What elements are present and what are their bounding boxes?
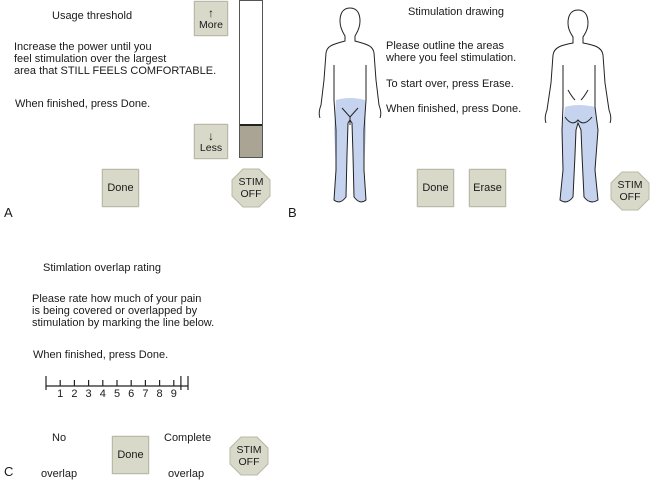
done-button-b[interactable]: Done [417,169,454,207]
usage-threshold-title: Usage threshold [52,10,133,22]
off-label: OFF [619,191,641,203]
more-label: More [199,18,223,31]
scale-tick-label: 1 [57,388,64,400]
octagon-icon [229,436,269,476]
scale-max-label-line2: overlap [168,468,205,480]
scale-tick-label: 6 [128,388,135,400]
scale-min-label-line1: No [52,432,67,444]
done-button-a[interactable]: Done [102,169,139,207]
overlap-rating-title: Stimlation overlap rating [43,262,162,274]
stim-label: STIM [238,176,264,188]
overlap-rating-instructions: Please rate how much of your pain is bei… [32,293,215,329]
stim-label: STIM [617,179,643,191]
stimulation-drawing-finish-hint: When finished, press Done. [386,103,522,115]
scale-max-label-line1: Complete [164,432,212,444]
stimulation-drawing-title: Stimulation drawing [408,6,504,18]
back-shading [560,105,598,202]
power-level-bar[interactable] [239,0,263,158]
done-button-c[interactable]: Done [112,436,149,474]
overlap-rating-finish-hint: When finished, press Done. [33,349,169,361]
scale-tick-label: 3 [85,388,92,400]
arrow-down-icon: ↓ [208,128,214,143]
body-front-figure[interactable] [300,5,400,210]
body-back-figure[interactable] [520,5,630,210]
panel-letter-c: C [4,464,14,479]
scale-tick-label: 8 [156,388,163,400]
panel-letter-a: A [4,205,13,220]
more-button[interactable]: ↑ More [194,1,228,36]
octagon-icon [231,168,271,208]
scale-min-label: No overlap [41,408,77,504]
usage-threshold-instructions: Increase the power until you feel stimul… [14,41,217,77]
less-button[interactable]: ↓ Less [194,124,228,159]
panel-letter-b: B [288,205,297,220]
octagon-icon [610,171,650,211]
scale-min-label-line2: overlap [41,468,78,480]
scale-max-label: Complete overlap [164,408,211,504]
scale-tick-label: 2 [71,388,78,400]
scale-tick-label: 7 [142,388,149,400]
less-label: Less [199,141,223,154]
erase-hint: To start over, press Erase. [386,78,514,90]
stimulation-drawing-instructions: Please outline the areas where you feel … [386,40,517,64]
scale-tick-label: 4 [99,388,106,400]
off-label: OFF [240,188,262,200]
arrow-up-icon: ↑ [208,5,214,20]
usage-threshold-finish-hint: When finished, press Done. [15,98,151,110]
erase-button[interactable]: Erase [469,169,506,207]
stim-label: STIM [236,444,262,456]
scale-tick-label: 9 [170,388,177,400]
scale-tick-label: 5 [113,388,121,400]
off-label: OFF [238,456,260,468]
scale-line [45,376,189,390]
front-shading [334,98,366,202]
power-level-fill [240,123,262,157]
